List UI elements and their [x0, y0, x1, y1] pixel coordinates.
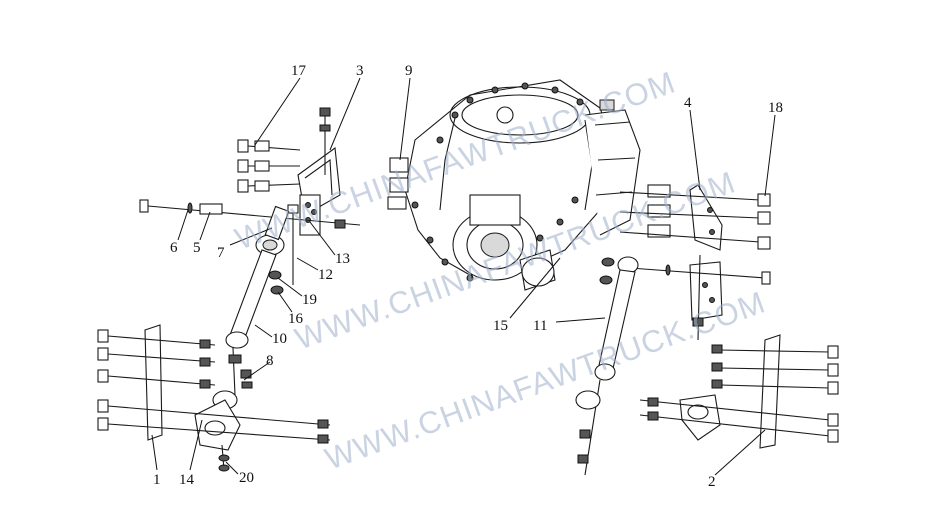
callout-13: 13	[335, 251, 350, 267]
left-spacer-bushings	[387, 157, 409, 210]
callout-9: 9	[405, 63, 413, 79]
callout-5: 5	[193, 240, 201, 256]
callout-20: 20	[239, 470, 254, 486]
callout-18: 18	[768, 100, 783, 116]
callout-15: 15	[493, 318, 508, 334]
leader-lines	[151, 77, 776, 476]
callout-3: 3	[356, 63, 364, 79]
callout-labels: 17 3 9 4 18 6 5 7 13 12 19 16 10 8 15 11…	[153, 63, 783, 490]
callout-1: 1	[153, 472, 161, 488]
callout-2: 2	[708, 474, 716, 490]
callout-17: 17	[291, 63, 307, 79]
callout-16: 16	[288, 311, 304, 327]
right-upper-bracket	[619, 184, 771, 341]
right-torque-rod	[575, 256, 639, 476]
left-upper-bracket	[287, 107, 341, 285]
left-upper-bolts	[139, 139, 361, 229]
axle-housing	[404, 79, 641, 291]
left-lower-bracket	[97, 324, 331, 472]
callout-6: 6	[170, 240, 178, 256]
callout-7: 7	[217, 245, 225, 261]
callout-14: 14	[179, 472, 195, 488]
left-torque-rod	[212, 205, 290, 410]
callout-19: 19	[302, 292, 317, 308]
callout-8: 8	[266, 353, 274, 369]
callout-11: 11	[533, 318, 547, 334]
callout-12: 12	[318, 267, 333, 283]
right-lower-bracket	[639, 334, 839, 449]
callout-4: 4	[684, 95, 692, 111]
callout-10: 10	[272, 331, 287, 347]
